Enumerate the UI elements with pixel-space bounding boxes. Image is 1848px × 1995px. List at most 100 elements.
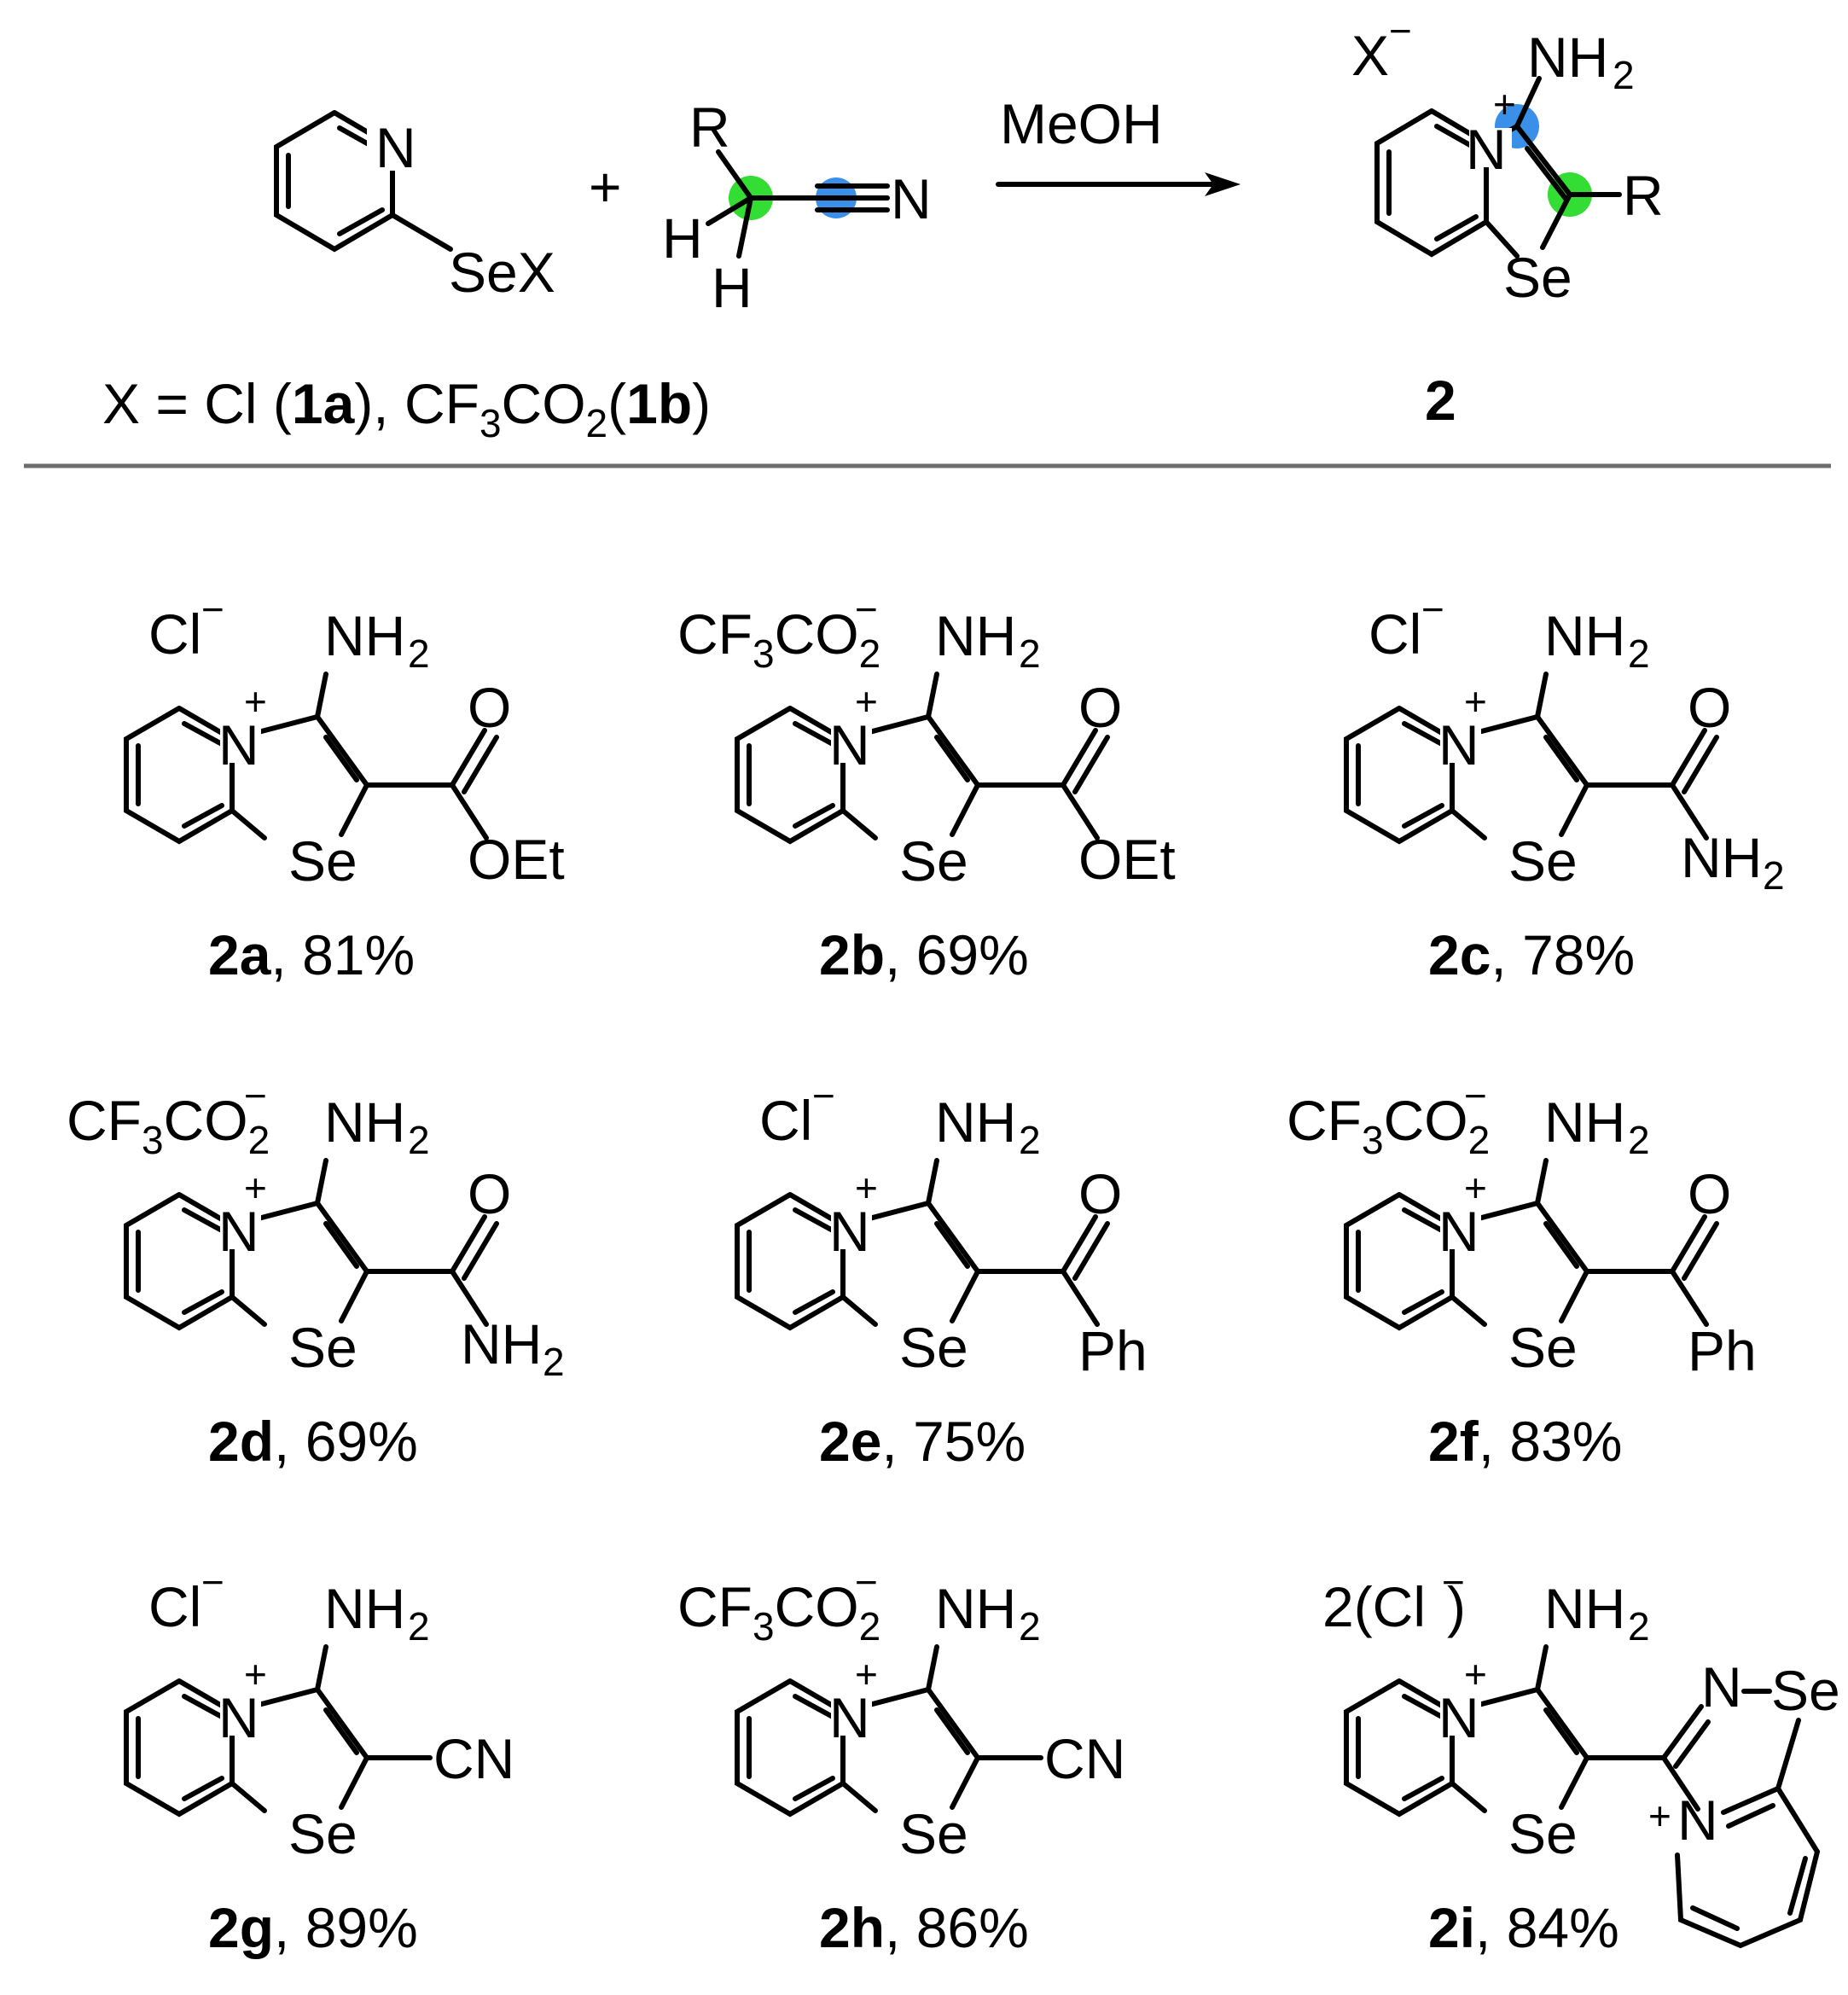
amide-nh-label: NH xyxy=(1681,826,1762,889)
oet-label: OEt xyxy=(468,828,565,891)
compound-yield: , 86% xyxy=(885,1896,1029,1959)
c-x-bond xyxy=(1670,1269,1709,1327)
ring-bond xyxy=(840,808,878,840)
ring-bond xyxy=(230,808,267,840)
nh2-subscript: 2 xyxy=(1628,631,1650,676)
carbonyl-o-label: O xyxy=(468,1162,511,1225)
anion-charge: − xyxy=(1421,587,1444,631)
product-number: 2 xyxy=(1425,369,1456,432)
c-o-bond xyxy=(450,1214,487,1274)
nh2-subscript: 2 xyxy=(1628,1604,1650,1649)
anion-charge: − xyxy=(244,1073,267,1118)
ring-n-charge: + xyxy=(244,679,267,724)
c-x-bond xyxy=(1670,782,1709,840)
nh2-label: NH xyxy=(324,604,405,667)
c-o-bond xyxy=(1670,728,1707,788)
ring-double-bond xyxy=(793,1289,835,1315)
compound-id: 2a xyxy=(208,923,272,986)
ring-bond xyxy=(950,1269,980,1323)
ring-n-charge: + xyxy=(1464,1166,1487,1210)
ring-bond xyxy=(926,1201,980,1274)
carbonyl-o-label: O xyxy=(468,676,511,739)
c-x-bond xyxy=(1061,1269,1100,1327)
nh2-label: NH xyxy=(935,1091,1016,1154)
ring-bond xyxy=(1535,1201,1589,1274)
diazole-n-label: N xyxy=(1701,1655,1742,1719)
compound-caption: 2f, 83% xyxy=(1428,1410,1622,1473)
ring-double-bond xyxy=(1402,1694,1444,1719)
c-o-double xyxy=(1072,735,1110,794)
ring-n-charge: + xyxy=(855,1166,878,1210)
anion-charge: − xyxy=(201,587,224,631)
compound-yield: , 78% xyxy=(1491,923,1635,986)
carbonyl-o-label: O xyxy=(1688,1162,1731,1225)
ring-bond xyxy=(315,1201,369,1274)
ring-bond xyxy=(1559,1755,1589,1810)
n-mask xyxy=(1440,1698,1481,1736)
cn-label: CN xyxy=(1044,1727,1125,1790)
n-mask xyxy=(831,725,872,763)
ring-bond xyxy=(315,1687,369,1760)
ring-double-bond xyxy=(934,1221,970,1269)
anion-close-paren: ) xyxy=(1447,1575,1466,1638)
anion-cl-label: Cl xyxy=(1369,602,1421,666)
n-mask xyxy=(220,1698,261,1736)
anion-charge: − xyxy=(812,1073,835,1118)
reactant-2-pyridylselenenyl: N SeX xyxy=(274,110,555,304)
ring-bond xyxy=(1450,1294,1487,1327)
compound-id: 2g xyxy=(208,1896,274,1959)
ring-double-bond xyxy=(793,803,835,829)
ring-se-label: Se xyxy=(288,829,357,893)
anion-charge: − xyxy=(855,587,878,631)
c-o-bond xyxy=(1061,1214,1098,1274)
compound-caption: 2e, 75% xyxy=(819,1410,1026,1473)
x-def-prefix: X = Cl ( xyxy=(102,372,292,435)
x-def-sub3: 3 xyxy=(479,401,502,445)
nh2-subscript: 2 xyxy=(1019,1118,1041,1162)
ring-bond xyxy=(1450,1781,1487,1813)
cn-label: CN xyxy=(433,1727,514,1790)
carbonyl-o-label: O xyxy=(1078,676,1122,739)
compound-yield: , 83% xyxy=(1479,1410,1623,1473)
compound-id: 2e xyxy=(819,1410,881,1473)
c-x-bond xyxy=(450,782,489,840)
ring-double-bond xyxy=(323,735,359,782)
ring-bond xyxy=(840,1781,878,1813)
diazole-se-label: Se xyxy=(1771,1659,1840,1722)
ring-double-bond xyxy=(323,1707,359,1755)
nh2-label: NH xyxy=(1544,1577,1625,1640)
reaction-arrow: MeOH xyxy=(996,92,1241,196)
pyridinium-ring xyxy=(124,706,235,845)
c-x-bond xyxy=(1061,782,1100,840)
anion-cl-label: Cl xyxy=(759,1089,812,1152)
compound-caption: 2c, 78% xyxy=(1428,923,1635,986)
nh2-bond xyxy=(315,672,328,719)
ring-bond xyxy=(1535,714,1589,788)
nh2-subscript: 2 xyxy=(1019,1604,1041,1649)
compound-yield: , 84% xyxy=(1475,1896,1619,1959)
ring-n-label: N xyxy=(218,713,259,776)
compound-id: 2f xyxy=(1428,1410,1479,1473)
x-def-mid: ), CF xyxy=(354,372,479,435)
ring-n-label: N xyxy=(1438,1200,1479,1263)
ring-n-label: N xyxy=(1438,1686,1479,1749)
pyridinium-ring xyxy=(735,706,846,845)
ring-double-bond xyxy=(182,721,224,747)
anion-2cl-label: 2(Cl xyxy=(1322,1575,1426,1638)
anion-charge: − xyxy=(1442,1560,1465,1604)
pyr-n-charge: + xyxy=(1648,1794,1671,1838)
compound-yield: , 81% xyxy=(270,923,415,986)
amide-nh-subscript: 2 xyxy=(1763,853,1785,898)
product-anion-label: X xyxy=(1351,24,1389,87)
compound-caption: 2h, 86% xyxy=(819,1896,1029,1959)
ring-double-bond xyxy=(793,721,835,747)
pyridine-n-label: N xyxy=(375,116,416,179)
nh2-bond xyxy=(926,1644,939,1692)
nh2-label: NH xyxy=(1544,604,1625,667)
